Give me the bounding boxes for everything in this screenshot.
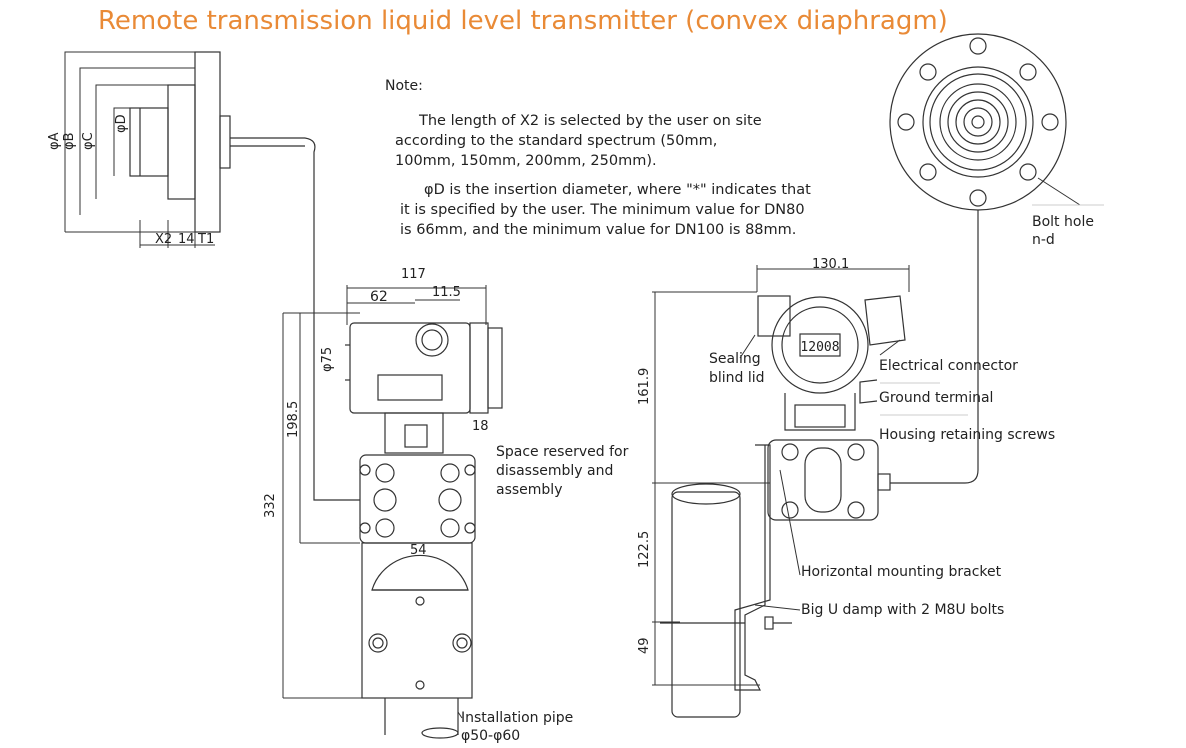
dim-49: 49	[637, 637, 652, 654]
side-bracket	[734, 444, 771, 691]
page-title: Remote transmission liquid level transmi…	[98, 6, 948, 36]
dim-x2: X2	[155, 232, 172, 247]
sealing-lid-label-2: blind lid	[709, 370, 765, 386]
housing-screws-label: Housing retaining screws	[879, 427, 1056, 443]
space-reserved-label-3: assembly	[496, 482, 563, 498]
flange-plate	[194, 51, 221, 233]
flange-face	[889, 33, 1067, 211]
bolt-hole-nd-label: n-d	[1032, 232, 1055, 248]
dim-t1: T1	[197, 232, 214, 247]
dim-122-5: 122.5	[637, 531, 652, 568]
mounting-bracket-label: Horizontal mounting bracket	[801, 564, 1002, 580]
mounting-bracket	[361, 542, 473, 699]
sealing-lid-label-1: Sealing	[709, 351, 761, 367]
dim-130-1: 130.1	[812, 257, 849, 272]
lcd-readout: 12008	[800, 340, 839, 355]
dim-54: 54	[410, 543, 427, 558]
installation-pipe-size-label: φ50-φ60	[461, 728, 521, 744]
dim-phi-75: φ75	[320, 347, 335, 372]
flange-hub	[167, 84, 196, 200]
installation-pipe	[671, 491, 741, 718]
dim-phi-a: φA	[47, 132, 62, 150]
dim-198-5: 198.5	[286, 401, 301, 438]
space-reserved-label-2: disassembly and	[496, 463, 614, 479]
housing-cap	[415, 323, 449, 357]
dim-14: 14	[178, 232, 195, 247]
dim-11-5: 11.5	[432, 285, 461, 300]
space-reserved-label-1: Space reserved for	[496, 444, 629, 460]
dim-117: 117	[401, 267, 426, 282]
diaphragm-body	[129, 107, 169, 177]
note-heading: Note:	[385, 78, 423, 94]
dim-332: 332	[263, 493, 278, 518]
installation-pipe-label: Installation pipe	[461, 710, 574, 726]
dim-phi-b: φB	[62, 133, 77, 151]
u-clamp-label: Big U damp with 2 M8U bolts	[801, 602, 1005, 618]
electrical-connector-label: Electrical connector	[879, 358, 1018, 374]
capillary-right	[890, 220, 979, 484]
bolt-hole-label: Bolt hole	[1032, 214, 1094, 230]
ground-terminal-label: Ground terminal	[879, 390, 994, 406]
display-cover	[771, 296, 869, 394]
dim-phi-d: φD	[114, 114, 129, 133]
dim-62: 62	[370, 289, 388, 305]
dim-161-9: 161.9	[637, 368, 652, 405]
capillary-left	[304, 137, 360, 501]
note-paragraph-1: The length of X2 is selected by the user…	[395, 113, 762, 169]
note-paragraph-2: φD is the insertion diameter, where "*" …	[400, 182, 811, 238]
dim-phi-c: φC	[81, 132, 96, 150]
electrical-connector	[864, 295, 906, 346]
dim-18: 18	[472, 419, 489, 434]
